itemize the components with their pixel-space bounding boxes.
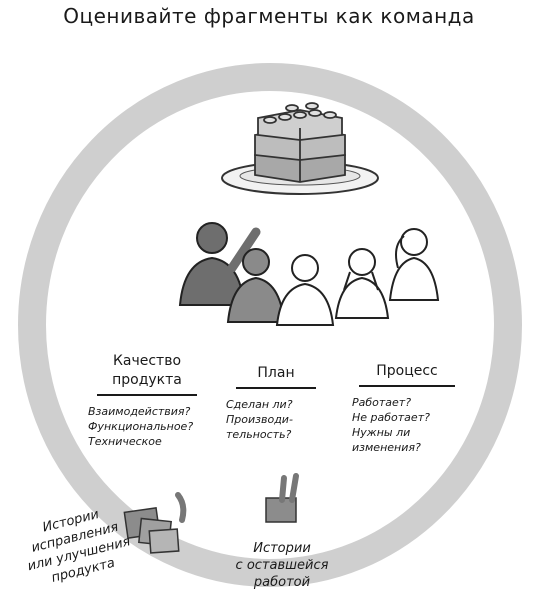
column-product-quality: Качество продукта Взаимодействия? Функци… [88,352,206,449]
team-silhouettes-icon [178,222,440,326]
column-plan: План Сделан ли? Производи- тельность? [226,364,326,442]
story-cards-right-icon [265,473,299,523]
column-header-line: Процесс [376,363,438,379]
question-item: тельность? [226,428,292,441]
column-divider [236,387,316,389]
question-item: Не работает? [352,411,430,424]
cycle-loop [18,63,522,587]
question-item: изменения? [352,441,421,454]
question-item: Работает? [352,396,412,409]
question-item: Нужны ли [352,426,411,439]
column-header-line: продукта [112,372,182,388]
question-item: Сделан ли? [226,398,293,411]
question-item: Взаимодействия? [88,405,191,418]
note-line: с оставшейся [235,558,329,573]
note-line: Истории [253,541,311,556]
column-divider [359,385,455,387]
note-remaining-work-stories: Истории с оставшейся работой [222,540,342,591]
page-title: Оценивайте фрагменты как команда [63,4,475,28]
block-cake-icon [254,102,346,183]
column-divider [97,394,197,396]
question-item: Техническое [88,435,162,448]
column-process: Процесс Работает? Не работает? Нужны ли … [352,362,462,455]
question-item: Функциональное? [88,420,194,433]
column-header-line: Качество [112,353,182,369]
story-cards-left-icon [123,492,187,554]
question-item: Производи- [226,413,293,426]
column-header-line: План [257,365,295,381]
note-line: работой [253,575,311,590]
